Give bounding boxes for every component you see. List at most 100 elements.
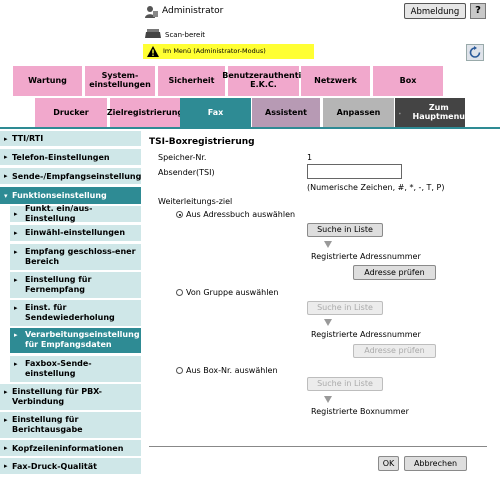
sidebar-item-telefon-einstellungen[interactable]: ▸ Telefon-Einstellungen: [0, 149, 141, 165]
arrow-right-icon: ▸: [14, 210, 18, 218]
speicher-value: 1: [307, 153, 313, 162]
mode-text: Im Menü (Administrator-Modus): [163, 47, 266, 55]
registered-box-label: Registrierte Boxnummer: [311, 407, 409, 416]
search-list-button-box[interactable]: Suche in Liste: [307, 377, 383, 391]
radio-adressbuch[interactable]: [176, 211, 183, 218]
tab-label: Benutzerauthentif E.K.C.: [222, 71, 305, 89]
cancel-button[interactable]: Abbrechen: [404, 456, 467, 471]
sidebar-item-label: Empfang geschloss-ener Bereich: [25, 247, 136, 266]
arrow-right-icon: ▸: [14, 229, 18, 237]
tab-systemeinstellungen[interactable]: System- einstellungen: [85, 66, 155, 96]
tab-wartung[interactable]: Wartung: [13, 66, 82, 96]
warning-icon: [147, 46, 159, 57]
page-title: TSI-Boxregistrierung: [149, 137, 255, 147]
scanner-icon: [145, 29, 161, 38]
arrow-down-icon: ▾: [4, 191, 8, 200]
sidebar-item-pbx-verbindung[interactable]: ▸ Einstellung für PBX- Verbindung: [0, 384, 141, 410]
sidebar-item-funktionseinstellung[interactable]: ▾ Funktionseinstellung: [0, 187, 141, 204]
arrow-down-icon: [324, 241, 332, 248]
search-list-button-group[interactable]: Suche in Liste: [307, 301, 383, 315]
absender-tsi-input[interactable]: [307, 164, 402, 179]
sidebar-item-label: Einstellung für Berichtausgabe: [12, 415, 83, 434]
absender-label: Absender(TSI): [158, 168, 215, 177]
sidebar-item-label: Fax-Druck-Qualität: [12, 461, 97, 471]
radio-gruppe[interactable]: [176, 289, 183, 296]
tab-anpassen[interactable]: Anpassen: [323, 98, 394, 128]
sidebar-item-label: Einwähl-einstellungen: [25, 228, 126, 237]
arrow-right-icon: ▸: [14, 360, 18, 368]
tab-zielregistrierung[interactable]: Zielregistrierung: [107, 98, 183, 128]
sidebar-subitem-einwaehl[interactable]: ▸ Einwähl-einstellungen: [10, 225, 141, 241]
sidebar-item-label: Funktionseinstellung: [12, 191, 107, 200]
sidebar-item-label: Einst. für Sendewiederholung: [25, 303, 115, 322]
radio-adressbuch-label: Aus Adressbuch auswählen: [186, 210, 296, 219]
sidebar-item-label: Kopfzeileninformationen: [12, 443, 124, 453]
speicher-label: Speicher-Nr.: [158, 153, 207, 162]
arrow-right-icon: ▸: [4, 134, 8, 143]
tab-zum-hauptmenu[interactable]: Zum Hauptmenu: [395, 98, 465, 128]
sidebar-item-label: Einstellung für Fernempfang: [25, 275, 92, 294]
sidebar-item-label: Faxbox-Sende- einstellung: [25, 359, 92, 378]
sidebar-item-label: Funkt. ein/aus-Einstellung: [25, 204, 93, 223]
arrow-right-icon: ▸: [14, 304, 18, 312]
user-name: Administrator: [162, 6, 224, 16]
check-address-button-group[interactable]: Adresse prüfen: [353, 344, 436, 358]
tab-label: Zum Hauptmenu: [412, 103, 466, 121]
radio-box-nr[interactable]: [176, 367, 183, 374]
status-text: Scan-bereit: [165, 31, 206, 39]
tab-sicherheit[interactable]: Sicherheit: [158, 66, 225, 96]
ok-button[interactable]: OK: [378, 456, 399, 471]
arrow-right-icon: ▸: [4, 444, 8, 452]
arrow-down-icon: [324, 396, 332, 403]
arrow-right-icon: ▸: [14, 248, 18, 256]
registered-address-label: Registrierte Adressnummer: [311, 252, 421, 261]
logout-button[interactable]: Abmeldung: [404, 3, 466, 19]
sidebar-item-label: Sende-/Empfangseinstellung: [12, 171, 142, 181]
sidebar-subitem-empfang-geschlossen[interactable]: ▸ Empfang geschloss-ener Bereich: [10, 244, 141, 270]
main-menu-icon: [399, 112, 401, 114]
mode-banner: [143, 44, 314, 59]
arrow-right-icon: ▸: [14, 276, 18, 284]
arrow-right-icon: ▸: [4, 388, 8, 396]
sidebar-item-label: TTI/RTI: [12, 134, 44, 143]
sidebar-item-kopfzeileninformationen[interactable]: ▸ Kopfzeileninformationen: [0, 440, 141, 456]
sidebar-item-sende-empfangseinstellung[interactable]: ▸ Sende-/Empfangseinstellung: [0, 168, 141, 184]
help-button[interactable]: ?: [470, 3, 486, 19]
tab-drucker[interactable]: Drucker: [35, 98, 107, 128]
sidebar-subitem-sendewiederholung[interactable]: ▸ Einst. für Sendewiederholung: [10, 300, 141, 326]
arrow-right-icon: ▸: [4, 153, 8, 161]
tab-box[interactable]: Box: [373, 66, 443, 96]
divider: [149, 446, 487, 447]
search-list-button[interactable]: Suche in Liste: [307, 223, 383, 237]
sidebar-item-label: Telefon-Einstellungen: [12, 152, 110, 162]
sidebar-subitem-funkt-ein-aus[interactable]: ▸ Funkt. ein/aus-Einstellung: [10, 204, 141, 223]
arrow-right-icon: ▸: [4, 172, 8, 180]
arrow-right-icon: ▸: [4, 416, 8, 424]
arrow-right-icon: ▸: [4, 462, 8, 470]
tab-netzwerk[interactable]: Netzwerk: [301, 66, 370, 96]
sidebar-item-tti-rti[interactable]: ▸ TTI/RTI: [0, 131, 141, 146]
absender-hint: (Numerische Zeichen, #, *, -, T, P): [307, 183, 445, 192]
tab-fax[interactable]: Fax: [180, 98, 251, 128]
refresh-icon: [469, 46, 481, 58]
sidebar-subitem-fernempfang[interactable]: ▸ Einstellung für Fernempfang: [10, 272, 141, 298]
sidebar-item-fax-druck-qualitaet[interactable]: ▸ Fax-Druck-Qualität: [0, 458, 141, 474]
sidebar-subitem-verarbeitungseinstellung[interactable]: ▸ Verarbeitungseinstellung für Empfangsda…: [10, 328, 141, 353]
sidebar-item-label: Einstellung für PBX- Verbindung: [12, 387, 103, 406]
sidebar-item-label: Verarbeitungseinstellung für Empfangsdat…: [25, 330, 140, 349]
radio-box-nr-label: Aus Box-Nr. auswählen: [186, 366, 278, 375]
administrator-icon: [145, 6, 158, 18]
tab-divider: [0, 127, 500, 129]
tab-label: System- einstellungen: [89, 71, 151, 89]
sidebar-item-berichtausgabe[interactable]: ▸ Einstellung für Berichtausgabe: [0, 412, 141, 438]
arrow-down-icon: [324, 319, 332, 326]
tab-assistent[interactable]: Assistent: [252, 98, 320, 128]
radio-gruppe-label: Von Gruppe auswählen: [186, 288, 279, 297]
tab-benutzerauthentifizierung[interactable]: Benutzerauthentif E.K.C.: [222, 66, 305, 96]
check-address-button[interactable]: Adresse prüfen: [353, 265, 436, 280]
refresh-button[interactable]: [466, 44, 484, 61]
registered-address-label-group: Registrierte Adressnummer: [311, 330, 421, 339]
weiterleitung-label: Weiterleitungs-ziel: [158, 197, 233, 206]
sidebar-subitem-faxbox-sende[interactable]: ▸ Faxbox-Sende- einstellung: [10, 356, 141, 382]
arrow-right-icon: ▸: [14, 331, 18, 339]
